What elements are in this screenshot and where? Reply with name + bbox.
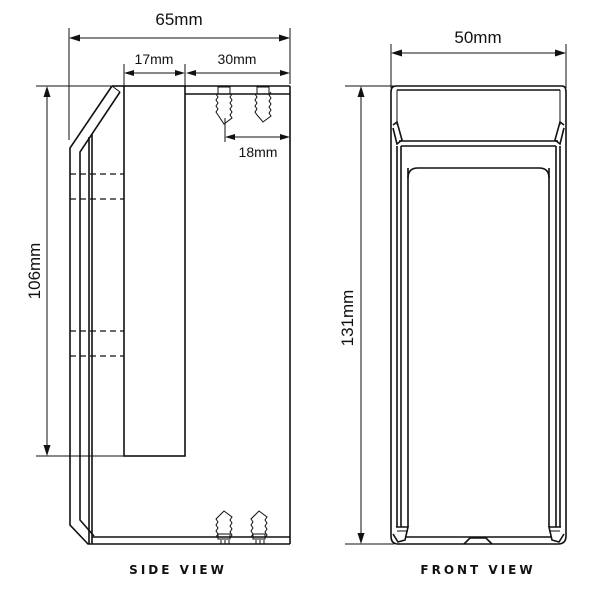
- set-screw-top-1: [215, 86, 233, 125]
- set-screw-bottom-2: [250, 510, 268, 544]
- dimension-label-106mm: 106mm: [25, 243, 44, 300]
- side-view-body: [69, 85, 291, 545]
- dimension-label-17mm: 17mm: [135, 51, 174, 67]
- front-view: 50mm 131mm: [338, 28, 567, 577]
- side-view: 65mm 17mm 30mm 18mm: [25, 10, 291, 577]
- dimension-height-front: 131mm: [338, 85, 394, 545]
- side-view-caption: SIDE VIEW: [129, 563, 227, 577]
- dimension-screw-spacing: 18mm: [224, 118, 290, 160]
- dimension-label-131mm: 131mm: [338, 290, 357, 347]
- front-view-body: [390, 85, 567, 545]
- dimension-height-side: 106mm: [25, 85, 124, 457]
- front-view-caption: FRONT VIEW: [420, 563, 535, 577]
- dimension-label-30mm: 30mm: [218, 51, 257, 67]
- set-screw-bottom-1: [215, 510, 233, 544]
- dimension-label-18mm: 18mm: [239, 144, 278, 160]
- dimension-width-front: 50mm: [390, 28, 567, 88]
- dimension-label-65mm: 65mm: [155, 10, 202, 29]
- dimension-rear-depth: 30mm: [186, 51, 290, 76]
- dimension-overall-depth: 65mm: [68, 10, 291, 140]
- set-screw-top-2: [254, 86, 272, 123]
- dimension-slot-width: 17mm: [123, 51, 186, 88]
- dimension-label-50mm: 50mm: [454, 28, 501, 47]
